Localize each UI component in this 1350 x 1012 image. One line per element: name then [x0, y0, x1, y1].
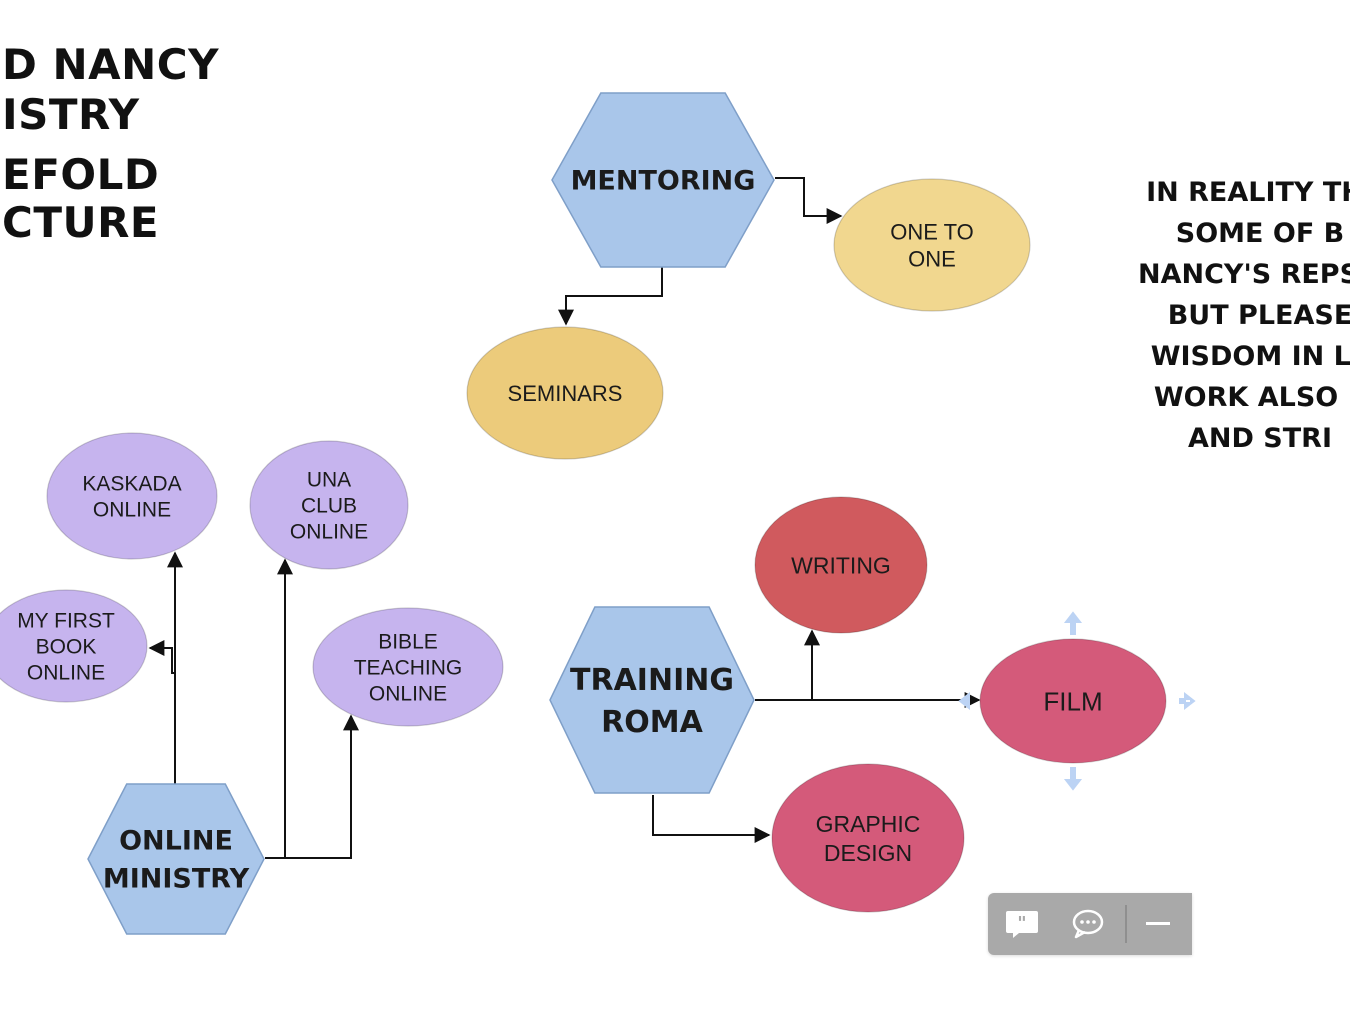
node-label: SEMINARS [508, 381, 623, 406]
node-label: DESIGN [824, 840, 912, 866]
node-label: ONLINE [27, 662, 105, 685]
ellipse-shape [0, 589, 148, 703]
node-label: FILM [1043, 686, 1102, 716]
ellipse-shape [312, 607, 504, 727]
side-note: IN REALITY THI SOME OF B NANCY'S REPSO B… [1120, 172, 1350, 459]
note-line-6: WORK ALSO F [1153, 382, 1350, 413]
ellipse-shape [46, 432, 218, 560]
note-line-2: SOME OF B [1175, 218, 1345, 249]
title-line-3: EFOLD [2, 150, 160, 199]
hexagon-shape [551, 92, 775, 268]
edge-mentoring-to-one-to-one [775, 177, 843, 224]
ellipse-shape [466, 326, 664, 460]
node-label: UNA [307, 469, 351, 492]
node-label: ONLINE [119, 826, 233, 857]
edge-mentoring-to-seminars [558, 262, 663, 326]
quote-button[interactable]: " [994, 893, 1050, 955]
resize-handle-right[interactable] [1179, 691, 1196, 711]
resize-handle-bottom[interactable] [1063, 767, 1083, 791]
title-line-2: ISTRY [2, 90, 140, 139]
node-label: ONLINE [290, 521, 368, 544]
node-kaskada-online[interactable]: KASKADA ONLINE [46, 432, 218, 560]
node-label: ROMA [601, 705, 703, 740]
note-line-7: AND STRI [1187, 423, 1332, 454]
quote-icon: " [1006, 911, 1038, 938]
resize-handle-left[interactable] [958, 691, 970, 711]
node-label: WRITING [791, 552, 891, 578]
note-line-3: NANCY'S REPSO [1138, 259, 1350, 290]
note-line-5: WISDOM IN LE [1150, 341, 1350, 372]
note-line-1: IN REALITY THI [1146, 177, 1350, 208]
edge-online-ministry-to-una-club-online [265, 558, 293, 859]
node-online-ministry[interactable]: ONLINE MINISTRY [87, 783, 265, 935]
ellipse-shape [833, 178, 1031, 312]
node-label: KASKADA [82, 473, 181, 496]
comment-icon [1072, 909, 1104, 939]
svg-text:": " [1017, 913, 1026, 934]
resize-handle-top[interactable] [1063, 611, 1083, 635]
minus-icon [1146, 922, 1170, 925]
hexagon-shape [87, 783, 265, 935]
hexagon-shape [549, 606, 755, 794]
edge-training-roma-to-graphic-design [652, 795, 771, 843]
node-label: CLUB [301, 495, 357, 518]
comment-button[interactable] [1060, 893, 1116, 955]
node-training-roma[interactable]: TRAINING ROMA [549, 606, 755, 794]
connectors [148, 177, 981, 859]
edge-online-ministry-to-my-first-book-online [148, 640, 176, 786]
node-label: MY FIRST [17, 610, 115, 633]
ellipse-shape [771, 763, 965, 913]
node-label: BOOK [36, 636, 97, 659]
node-seminars[interactable]: SEMINARS [466, 326, 664, 460]
node-label: ONE [908, 246, 956, 271]
node-graphic-design[interactable]: GRAPHIC DESIGN [771, 763, 965, 913]
node-label: ONE TO [890, 219, 974, 244]
title-line-1: D NANCY [2, 40, 220, 89]
node-label: ONLINE [93, 499, 171, 522]
node-bible-teaching-online[interactable]: BIBLE TEACHING ONLINE [312, 607, 504, 727]
node-label: ONLINE [369, 683, 447, 706]
edge-online-ministry-to-bible-teaching-online [265, 714, 359, 859]
node-label: TRAINING [570, 663, 734, 698]
toolbar-divider [1125, 905, 1127, 943]
node-label: TEACHING [354, 657, 463, 680]
ellipse-shape [754, 496, 928, 634]
note-line-4: BUT PLEASE [1167, 300, 1350, 331]
node-label: BIBLE [378, 631, 438, 654]
title-line-4: CTURE [2, 198, 160, 247]
bottom-toolbar: " [988, 893, 1192, 955]
node-label: MENTORING [571, 166, 756, 197]
node-film[interactable]: FILM [979, 638, 1167, 764]
selection-handles [958, 611, 1196, 791]
ellipse-shape [249, 440, 409, 570]
node-my-first-book-online[interactable]: MY FIRST BOOK ONLINE [0, 589, 148, 703]
node-mentoring[interactable]: MENTORING [551, 92, 775, 268]
node-writing[interactable]: WRITING [754, 496, 928, 634]
zoom-out-button[interactable] [1130, 893, 1186, 955]
node-una-club-online[interactable]: UNA CLUB ONLINE [249, 440, 409, 570]
node-label: GRAPHIC [816, 811, 921, 837]
node-label: MINISTRY [103, 864, 250, 895]
ellipse-shape [979, 638, 1167, 764]
